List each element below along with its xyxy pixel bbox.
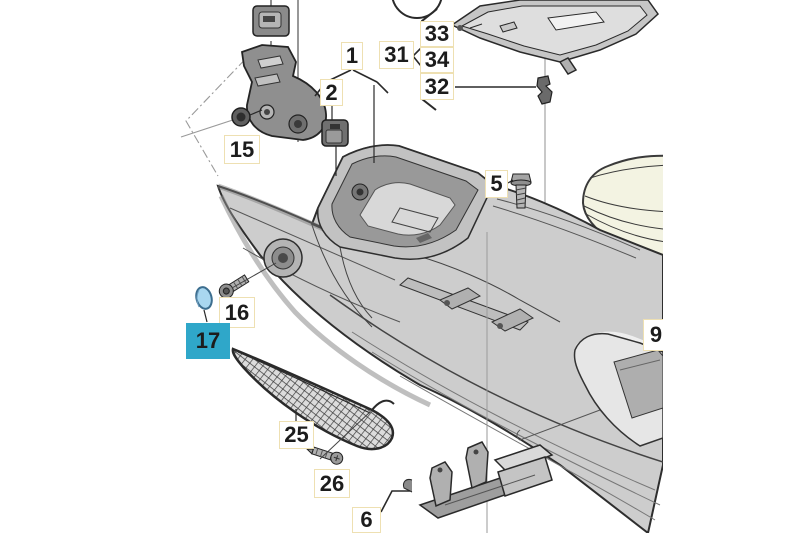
- part-clip-top: [252, 5, 290, 37]
- callout-2[interactable]: 2: [320, 79, 343, 106]
- exploded-view-art: [180, 0, 663, 533]
- callout-34[interactable]: 34: [420, 47, 454, 73]
- callout-6[interactable]: 6: [352, 507, 381, 533]
- part-storage-tray: [450, 0, 659, 75]
- part-net-pocket: [231, 347, 395, 451]
- callout-1[interactable]: 1: [341, 42, 363, 70]
- callout-17-selected[interactable]: 17: [186, 323, 230, 359]
- callout-26[interactable]: 26: [314, 469, 350, 498]
- part-screw-26: [305, 446, 344, 465]
- part-screw-16: [218, 274, 250, 299]
- part-rear-bin: [573, 331, 663, 447]
- diagram-clip-area: 1 2 31 33 34 32 15 5 16 17 25 26 6 9: [180, 0, 663, 533]
- detail-circle: [391, 0, 443, 19]
- part-bracket-6: [403, 441, 554, 519]
- callout-32[interactable]: 32: [420, 73, 454, 100]
- part-nut-15: [231, 107, 251, 127]
- part-cap-17-highlighted: [195, 286, 213, 310]
- part-screw-5: [510, 173, 532, 209]
- part-mount-bracket: [241, 44, 327, 141]
- callout-25[interactable]: 25: [279, 421, 314, 449]
- callout-9[interactable]: 9: [643, 319, 663, 351]
- callout-31[interactable]: 31: [379, 41, 414, 69]
- callout-leader-lines: [203, 8, 536, 513]
- callout-16[interactable]: 16: [219, 297, 255, 328]
- part-console-tub: [317, 144, 494, 260]
- callout-5[interactable]: 5: [485, 170, 508, 198]
- part-clip-2: [321, 119, 349, 147]
- callout-15[interactable]: 15: [224, 135, 260, 164]
- callout-33[interactable]: 33: [420, 21, 454, 47]
- part-clip-32: [536, 75, 553, 105]
